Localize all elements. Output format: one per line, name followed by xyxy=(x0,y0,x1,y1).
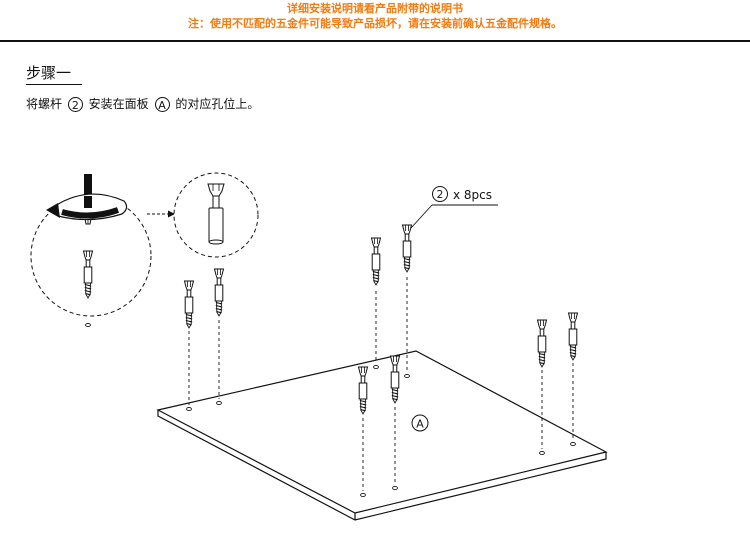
step-instruction: 将螺杆 2 安装在面板 A 的对应孔位上。 xyxy=(26,96,259,112)
bolt xyxy=(370,237,382,286)
detail-screwdriver xyxy=(30,174,152,328)
callout-quantity: x 8pcs xyxy=(453,188,492,202)
instruction-prefix: 将螺杆 xyxy=(26,97,63,111)
panel-letter-badge: A xyxy=(154,97,170,112)
panel-holes xyxy=(186,364,576,498)
bolt xyxy=(183,280,195,329)
notice-line-2: 注：使用不匹配的五金件可能导致产品损坏，请在安装前确认五金配件规格。 xyxy=(188,17,562,30)
guide-lines xyxy=(188,277,574,491)
panel-label-letter: A xyxy=(416,418,424,431)
panel-label: A xyxy=(411,414,429,432)
callout-part-number: 2 xyxy=(437,189,444,201)
bolt xyxy=(213,268,225,317)
instruction-suffix: 的对应孔位上。 xyxy=(175,97,260,111)
panel-a xyxy=(156,350,608,521)
bolt xyxy=(567,312,579,361)
notice-banner: 详细安装说明请看产品附带的说明书 注：使用不匹配的五金件可能导致产品损坏，请在安… xyxy=(0,0,750,42)
part-number-badge: 2 xyxy=(67,97,83,112)
part-callout: 2 x 8pcs xyxy=(410,186,498,229)
instruction-middle: 安装在面板 xyxy=(88,97,149,111)
step-title: 步骤一 xyxy=(26,64,72,82)
notice-line-1: 详细安装说明请看产品附带的说明书 xyxy=(287,2,463,15)
detail-installed xyxy=(173,172,259,258)
bolt xyxy=(536,319,548,368)
bolt xyxy=(401,224,413,273)
step-title-underline xyxy=(26,84,82,85)
